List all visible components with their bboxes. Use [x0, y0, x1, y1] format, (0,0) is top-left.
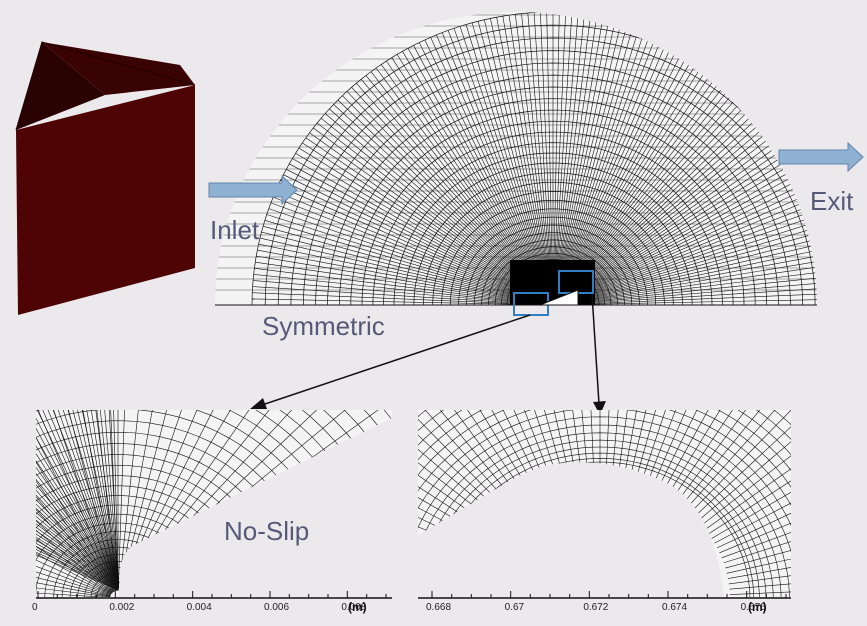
symmetric-label: Symmetric — [262, 311, 385, 341]
left-axis-tick-label: 0.002 — [109, 602, 135, 613]
right-axis-unit-label: (m) — [748, 600, 767, 614]
right-axis-tick-label: 0.676 — [740, 602, 766, 613]
body-wedge-outline — [539, 289, 579, 306]
axis-left — [36, 591, 392, 599]
wedge-3d-model — [15, 41, 196, 315]
exit-arrow — [778, 141, 864, 173]
left-axis-unit-label: (m) — [348, 600, 367, 614]
right-axis-tick-label: 0.668 — [426, 602, 452, 613]
right-axis-tick-label: 0.674 — [662, 602, 688, 613]
no-slip-label: No-Slip — [224, 516, 310, 546]
left-axis-tick-label: 0.006 — [264, 602, 290, 613]
axis-right — [418, 591, 791, 599]
left-axis-tick-label: 0.004 — [186, 602, 212, 613]
right-axis-tick-label: 0.67 — [504, 602, 525, 613]
wake-block — [510, 260, 595, 305]
left-axis-tick-label: 0 — [32, 602, 38, 613]
callout-arrow-left — [250, 314, 531, 409]
inlet-label: Inlet — [210, 215, 260, 245]
inlet-arrow — [208, 174, 298, 206]
right-axis-tick-label: 0.672 — [583, 602, 609, 613]
left-axis-tick-label: 0.008 — [341, 602, 367, 613]
exit-label: Exit — [810, 186, 854, 216]
callout-arrow-right — [591, 293, 606, 415]
